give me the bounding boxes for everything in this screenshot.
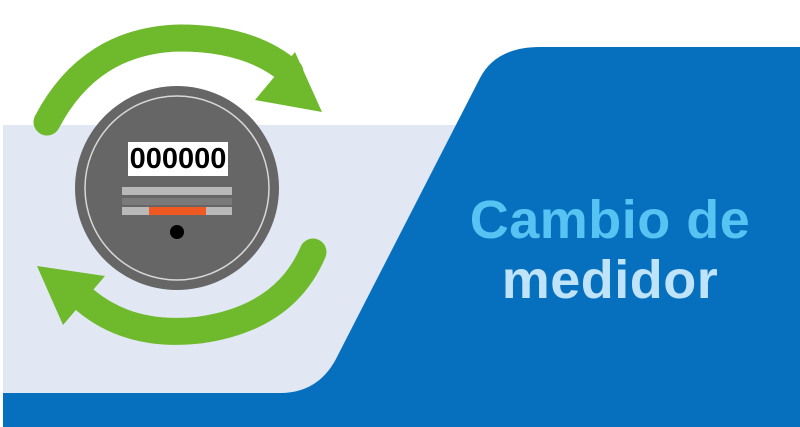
title-line-1: Cambio de (469, 190, 751, 250)
banner-title: Cambio de medidor (420, 190, 800, 310)
electricity-meter-icon (75, 86, 279, 290)
arrow-clockwise-icon (33, 24, 322, 136)
indicator-bar (149, 207, 206, 215)
blue-panel (3, 47, 800, 427)
arrow-counterclockwise-icon (37, 238, 327, 345)
meter-reading: 000000 (128, 142, 228, 176)
meter-dot (170, 225, 184, 239)
title-line-2: medidor (501, 250, 719, 310)
